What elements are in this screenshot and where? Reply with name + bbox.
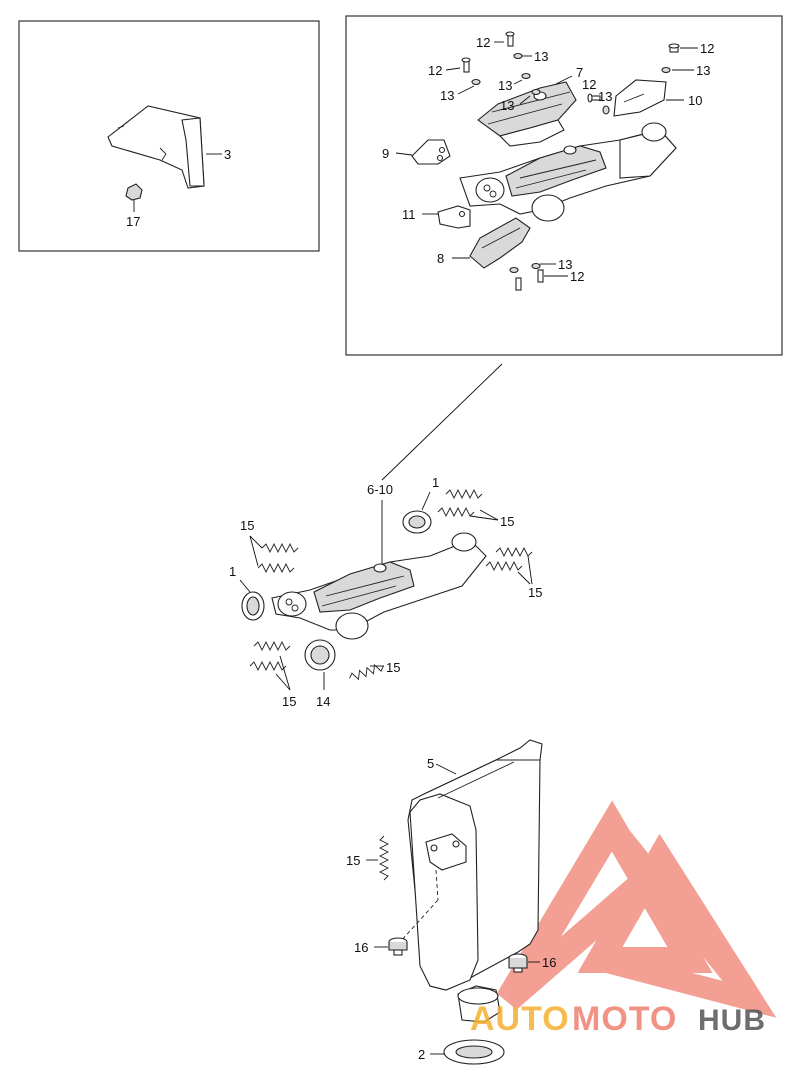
label-12b: 12 [428,63,442,78]
washer-13b [471,78,481,86]
label-13c: 13 [498,78,512,93]
label-11: 11 [402,207,416,222]
washer-13g [509,262,541,274]
label-2: 2 [418,1047,425,1062]
label-13f: 13 [696,63,710,78]
gasket-1-left [241,591,265,621]
label-13b: 13 [440,88,454,103]
header-pipe-assembly-detail [459,122,677,222]
label-13e: 13 [598,89,612,104]
washer-13c [521,72,531,80]
label-8: 8 [437,251,444,266]
label-17: 17 [126,214,140,229]
outlet-tube [457,985,501,1023]
gasket-1-top [402,510,432,534]
label-12e: 12 [570,269,584,284]
label-13a: 13 [534,49,548,64]
label-12d: 12 [700,41,714,56]
gasket-plate-9 [411,139,451,165]
heat-shield-cover-3 [107,105,205,189]
header-pipe-assembly-6-10 [271,532,487,640]
bracket-11 [437,205,471,229]
label-14: 14 [316,694,330,709]
label-9: 9 [382,146,389,161]
gasket-2 [443,1039,505,1065]
label-15b: 15 [500,514,514,529]
washer-13d [531,88,541,96]
label-15c: 15 [528,585,542,600]
gasket-14 [304,639,336,671]
spring-15-set-b [437,488,483,518]
washer-13a [513,52,523,60]
label-15a: 15 [240,518,254,533]
clip-17 [125,183,143,201]
silencer-5 [399,739,543,991]
detail-box-right [345,15,783,356]
label-15d: 15 [282,694,296,709]
bolt-12d [668,43,680,53]
watermark-logo [496,800,777,1018]
label-15e: 15 [386,660,400,675]
label-15f: 15 [346,853,360,868]
bracket-10 [613,79,667,117]
box-leader-line [381,363,503,481]
bolt-12c [587,93,601,103]
label-16a: 16 [354,940,368,955]
label-1b: 1 [432,475,439,490]
washer-13f [661,66,671,74]
watermark-hub: HUB [698,1004,766,1037]
heat-shield-7 [477,81,577,147]
spring-15-bottom [378,835,390,881]
label-6-10: 6-10 [367,482,393,497]
watermark-moto: MOTO [572,1000,677,1038]
spring-15-set-a [257,542,299,574]
label-13d: 13 [500,98,514,113]
heat-shield-8 [469,217,531,269]
label-12a: 12 [476,35,490,50]
rubber-mount-16-right [508,953,528,973]
bolt-12a [505,31,515,47]
label-13g: 13 [558,257,572,272]
label-12c: 12 [582,77,596,92]
bolt-12b [461,57,471,73]
label-1a: 1 [229,564,236,579]
detail-box-left [18,20,320,252]
label-16b: 16 [542,955,556,970]
label-3: 3 [224,147,231,162]
label-7: 7 [576,65,583,80]
watermark-text: AUTO MOTO HUB [470,1000,766,1038]
label-10: 10 [688,93,702,108]
bolt-12e [515,269,544,291]
spring-15-set-d [249,640,291,672]
rubber-mount-16-left [388,937,408,956]
spring-15-set-c [485,546,533,572]
label-5: 5 [427,756,434,771]
spring-15-single-e [349,664,384,681]
watermark-auto: AUTO [470,1000,570,1038]
washer-13e [602,105,610,115]
